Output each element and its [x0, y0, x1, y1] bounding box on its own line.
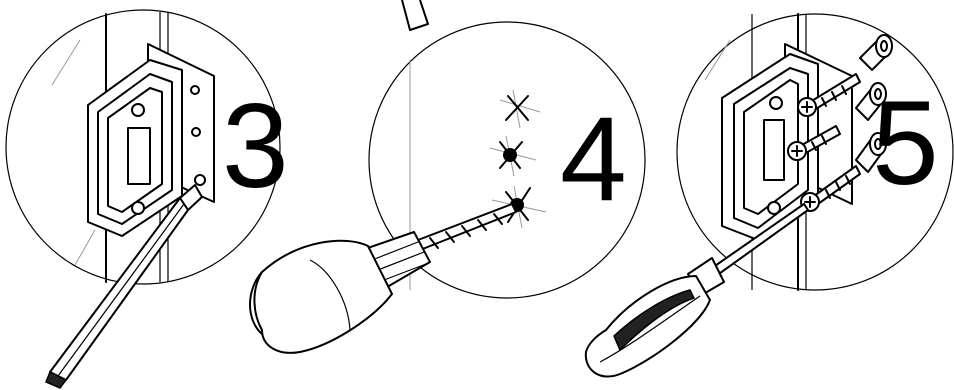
step-4-panel: 4: [250, 0, 645, 353]
step-5-number: 5: [872, 76, 939, 210]
wall-anchor-icon: [860, 35, 892, 70]
step-3-number: 3: [222, 79, 289, 213]
step-3-panel: 3: [6, 10, 289, 388]
mark-hole: [195, 175, 205, 185]
screwdriver-icon: [586, 204, 808, 377]
drill-icon: [250, 204, 516, 353]
cross-mark: [490, 136, 536, 176]
drill-bit-top: [402, 0, 428, 30]
cross-mark: [500, 90, 540, 128]
hinge: [722, 44, 852, 240]
step-4-number: 4: [560, 92, 627, 226]
